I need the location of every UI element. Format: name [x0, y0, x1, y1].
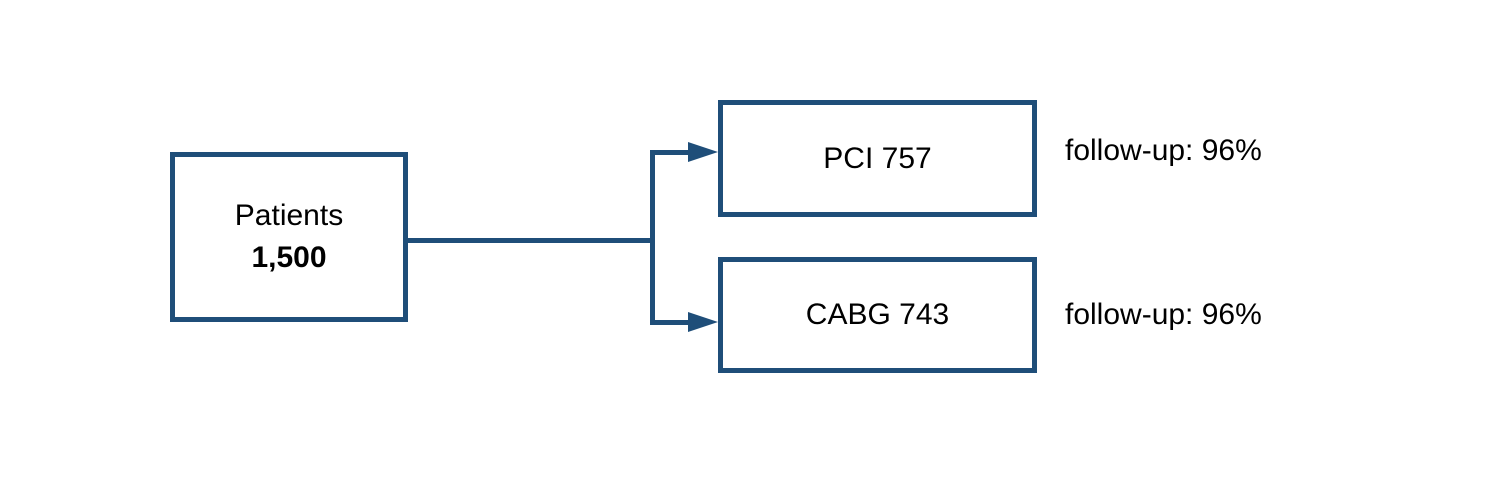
connector-vertical-line: [650, 150, 655, 325]
connector-bottom-branch-line: [650, 320, 692, 325]
arrowhead-top-icon: [688, 142, 718, 162]
cabg-box-label: CABG 743: [805, 298, 950, 331]
patients-box: Patients 1,500: [170, 152, 408, 322]
followup-label-pci: follow-up: 96%: [1065, 134, 1262, 167]
connector-top-branch-line: [650, 150, 692, 155]
followup-label-cabg: follow-up: 96%: [1065, 298, 1262, 331]
patients-box-count: 1,500: [251, 241, 327, 274]
connector-main-line: [405, 238, 653, 243]
pci-box-label: PCI 757: [823, 141, 932, 175]
cabg-box: CABG 743: [718, 257, 1037, 373]
arrowhead-bottom-icon: [688, 312, 718, 332]
patients-box-label: Patients: [234, 199, 344, 232]
pci-box: PCI 757: [718, 100, 1037, 217]
